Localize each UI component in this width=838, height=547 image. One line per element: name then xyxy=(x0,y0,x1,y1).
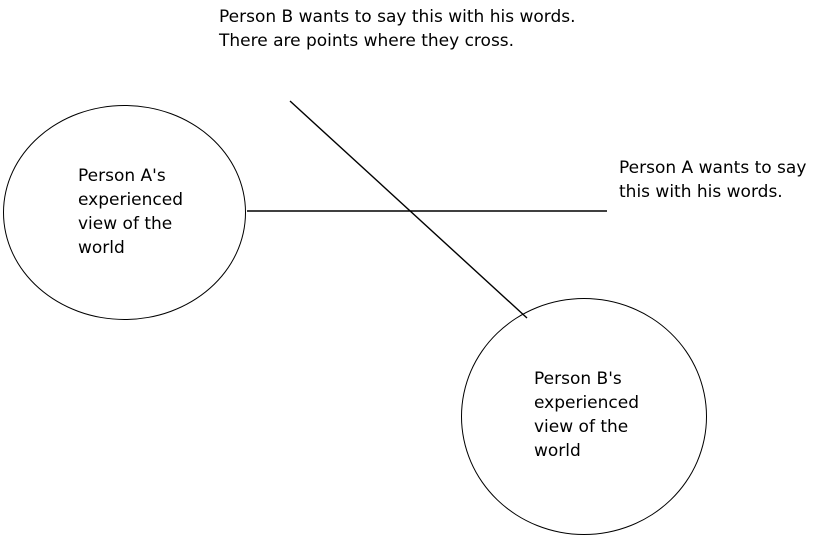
annotation-person-a-words: Person A wants to say this with his word… xyxy=(619,158,807,202)
label-person-a-view: Person A's experienced view of the world xyxy=(78,166,184,258)
label-person-b-view: Person B's experienced view of the world xyxy=(534,369,640,461)
circle-person-b xyxy=(461,298,707,535)
line-person-b-words xyxy=(289,100,528,319)
ellipse-person-a xyxy=(3,105,246,320)
annotation-person-b-words: Person B wants to say this with his word… xyxy=(219,7,576,51)
